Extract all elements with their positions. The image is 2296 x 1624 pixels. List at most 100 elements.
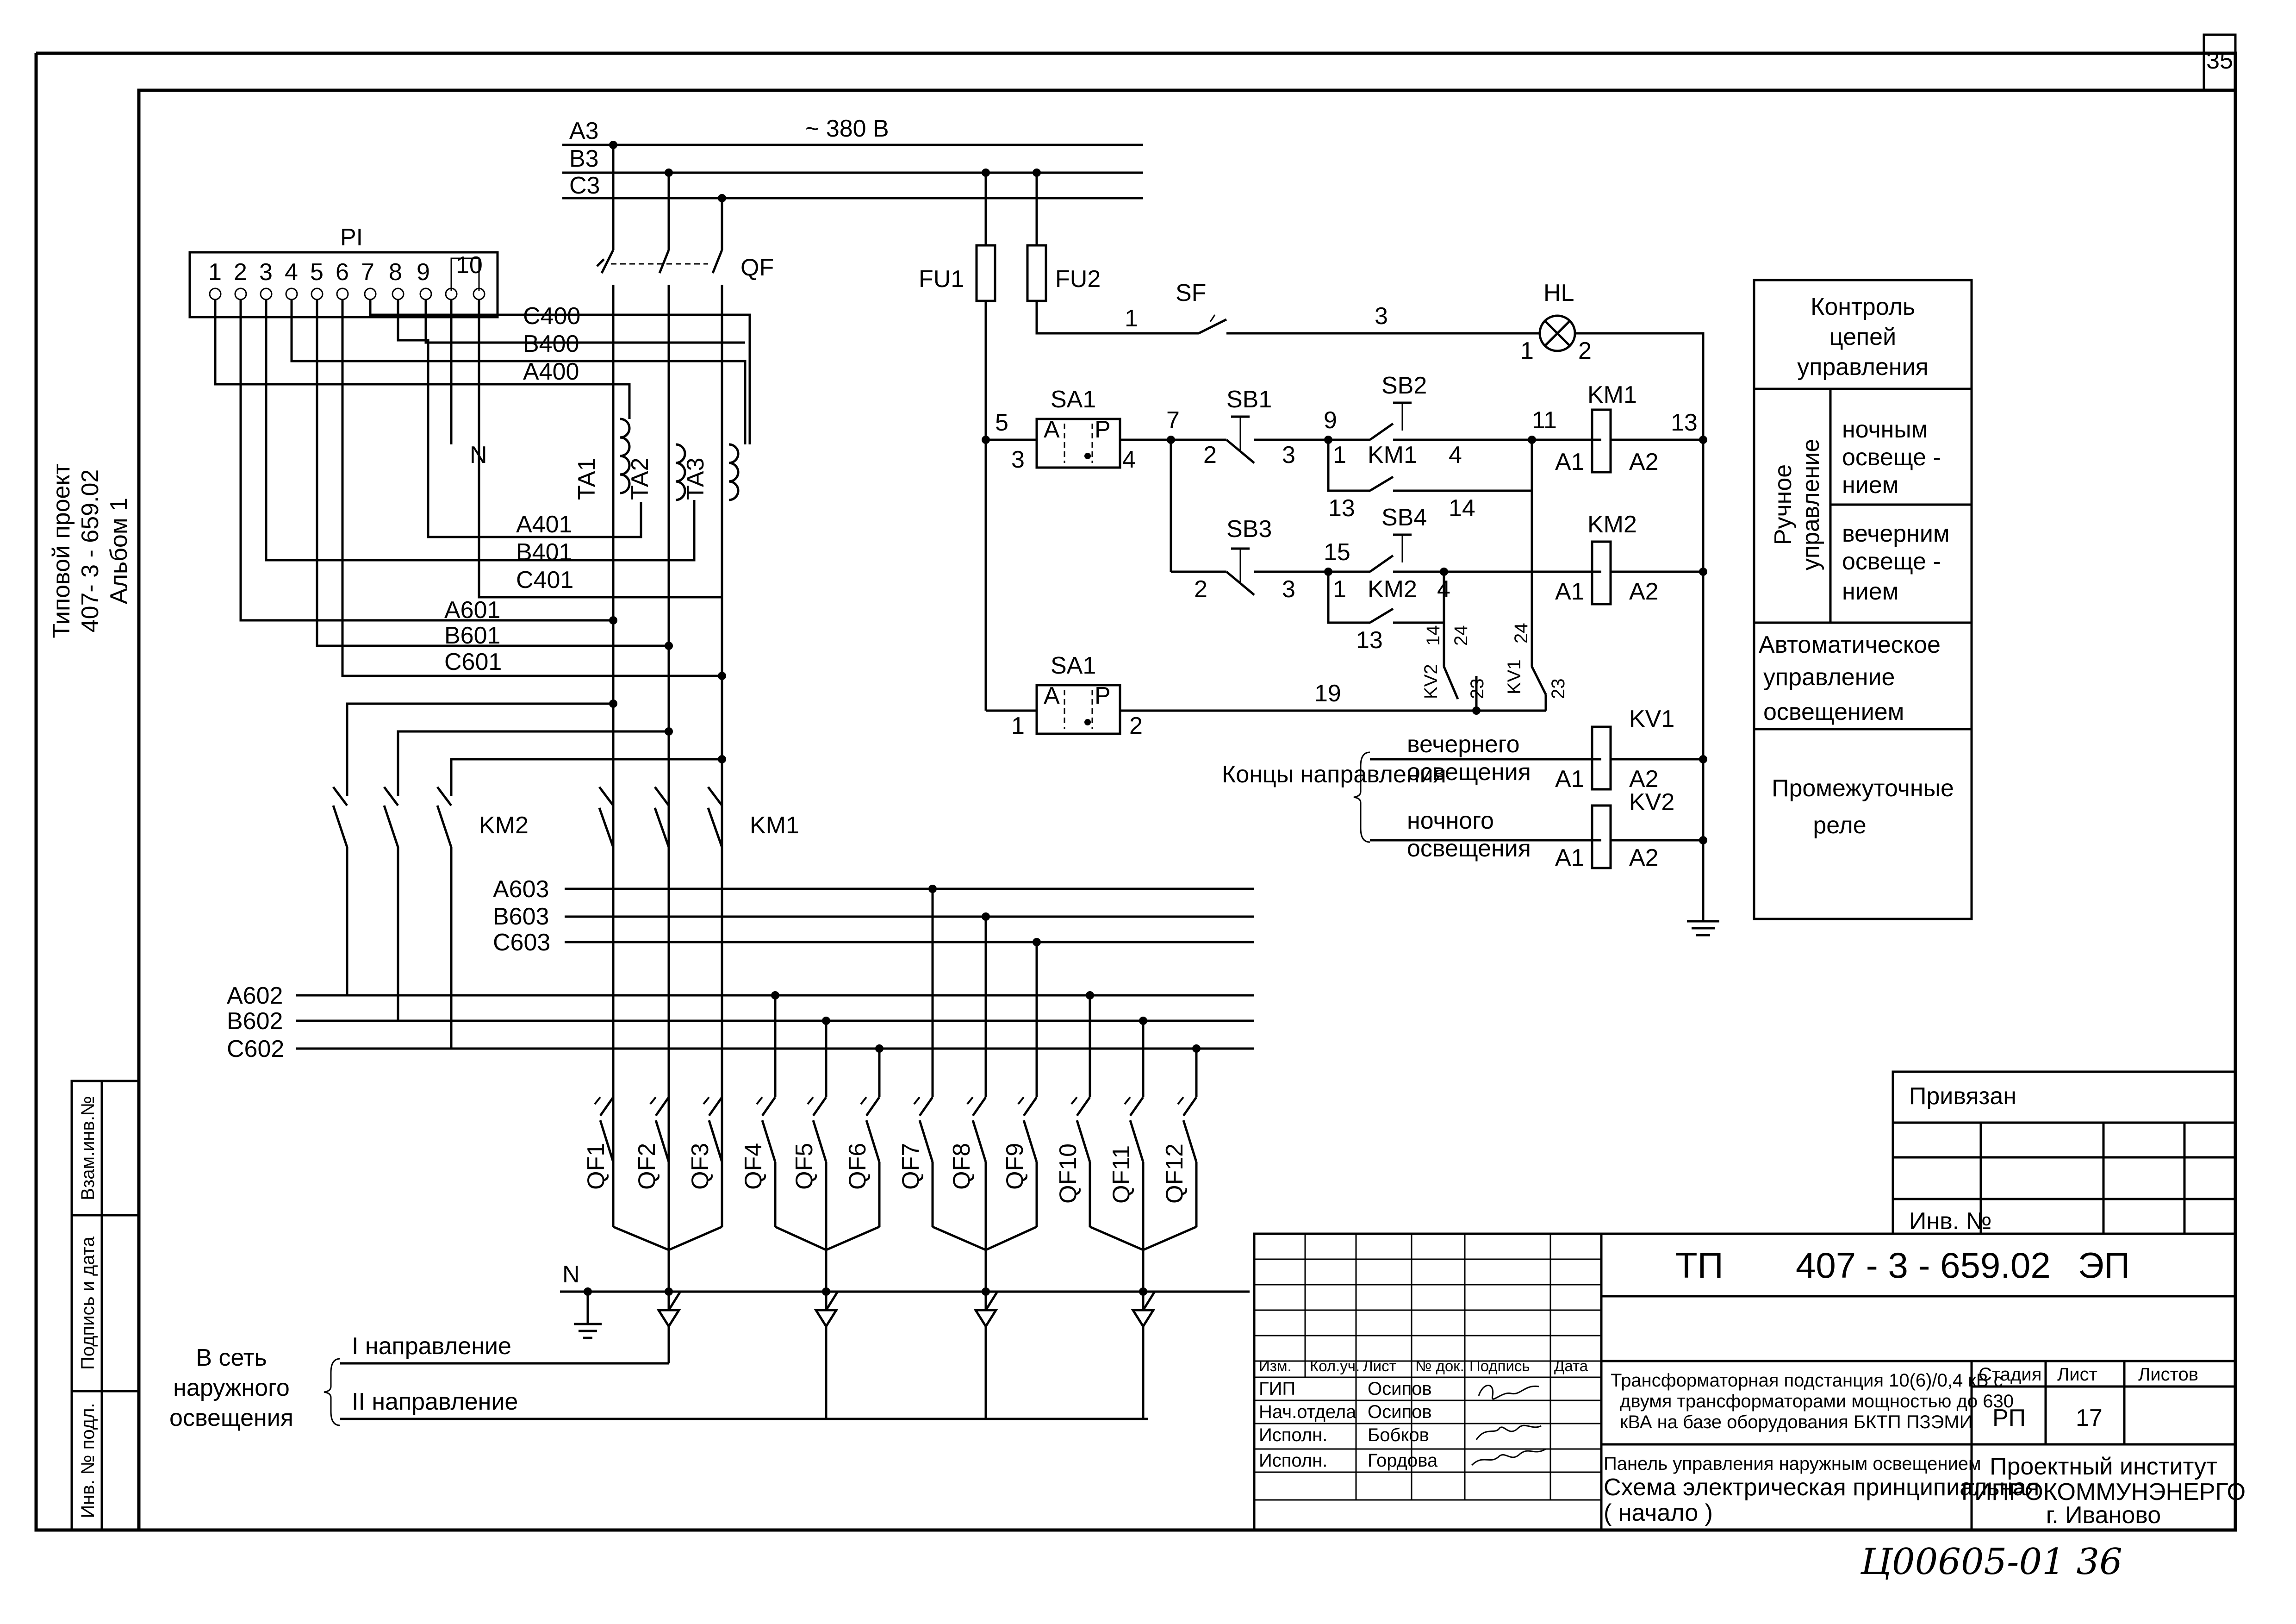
feeder-qf8: QF8 xyxy=(948,1143,975,1190)
km2-coil-a2: A2 xyxy=(1629,578,1659,605)
coil-kv2: KV2 xyxy=(1629,789,1674,816)
signatures xyxy=(1471,1385,1546,1466)
sa1-upper-4: 4 xyxy=(1122,446,1136,473)
meter-term-10: 10 xyxy=(456,252,483,279)
legend-evening-1: вечерним xyxy=(1842,520,1950,547)
feeder-qf2: QF2 xyxy=(634,1143,660,1190)
node-1-top: 1 xyxy=(1125,305,1138,332)
sb3-node-2: 2 xyxy=(1194,576,1207,603)
output-neutral: N xyxy=(562,1261,580,1288)
side-title-line-3: Альбом 1 xyxy=(106,498,132,604)
coil-km2: KM2 xyxy=(1587,511,1637,538)
legend-evening-2: освеще - xyxy=(1842,548,1941,575)
lamp-node-2: 2 xyxy=(1578,337,1592,364)
legend-auto-2: управление xyxy=(1763,664,1895,691)
meter-neutral: N xyxy=(470,442,487,468)
kv2-node-24: 24 xyxy=(1451,625,1471,646)
node-7: 7 xyxy=(1166,407,1180,434)
header-date: Дата xyxy=(1554,1357,1588,1374)
button-sb2: SB2 xyxy=(1381,372,1427,399)
feeder-qf11: QF11 xyxy=(1108,1145,1135,1204)
side-field-replacement: Взам.инв.№ xyxy=(78,1096,98,1200)
node-9: 9 xyxy=(1324,407,1337,434)
button-sb3: SB3 xyxy=(1226,516,1272,543)
org-3: г. Иваново xyxy=(2046,1502,2161,1529)
km1-contact-node-4: 4 xyxy=(1449,442,1462,468)
kv2-coil-a1: A1 xyxy=(1555,844,1585,871)
sa1-upper-3: 3 xyxy=(1011,446,1025,473)
page-number: 35 xyxy=(2206,47,2233,74)
contact-kv2: KV2 xyxy=(1421,664,1441,699)
km1-coil-a2: A2 xyxy=(1629,449,1659,475)
wire-c400: C400 xyxy=(523,303,580,330)
legend-control-2: цепей xyxy=(1829,324,1896,350)
phase-label-c3: C3 xyxy=(569,172,600,199)
wire-c601: C601 xyxy=(444,649,502,675)
header-sheet: Лист xyxy=(1363,1357,1396,1374)
network-label-2: наружного xyxy=(173,1374,290,1401)
header-change: Изм. xyxy=(1259,1357,1292,1374)
kv2-coil-a2: A2 xyxy=(1629,844,1659,871)
night-1: ночного xyxy=(1407,807,1494,834)
lamp-hl: HL xyxy=(1543,280,1574,306)
contact-km1: KM1 xyxy=(1368,442,1417,468)
sa1-lower-p: P xyxy=(1095,682,1111,709)
side-field-inventory: Инв. № подл. xyxy=(78,1403,98,1518)
feeder-qf3: QF3 xyxy=(687,1143,714,1190)
legend-table: Контроль цепей управления Ручное управле… xyxy=(1753,279,1973,920)
phase-label-b3: B3 xyxy=(569,145,599,172)
header-doc: № док. xyxy=(1415,1357,1464,1374)
legend-auto-3: освещением xyxy=(1763,699,1904,725)
role-1: ГИП xyxy=(1259,1379,1295,1399)
org-1: Проектный институт xyxy=(1990,1453,2217,1480)
header-signature: Подпись xyxy=(1469,1357,1530,1374)
stage-label: Стадия xyxy=(1979,1364,2041,1385)
side-title: Типовой проект 407- 3 - 659.02 Альбом 1 xyxy=(48,463,132,638)
evening-2: освещения xyxy=(1407,759,1531,786)
kv1-coil-a2: A2 xyxy=(1629,766,1659,793)
phase-label-a3: A3 xyxy=(569,118,599,144)
button-sb1: SB1 xyxy=(1226,386,1272,413)
name-3: Бобков xyxy=(1368,1425,1429,1445)
sa1-upper-a: A xyxy=(1044,416,1060,443)
name-4: Гордова xyxy=(1368,1450,1438,1471)
supply-busbars: A3 B3 C3 ~ 380 В xyxy=(562,115,1143,245)
feeder-breakers: QF1 QF2 QF3 QF4 QF5 QF6 QF7 QF8 QF9 QF10… xyxy=(583,885,1201,1227)
kv2-node-23: 23 xyxy=(1467,679,1487,700)
legend-night-1: ночным xyxy=(1842,416,1928,443)
sa1-upper-p: P xyxy=(1095,416,1111,443)
contact-km2: KM2 xyxy=(1368,576,1417,603)
legend-night-3: нием xyxy=(1842,472,1898,499)
legend-evening-3: нием xyxy=(1842,578,1898,605)
wire-labels: C400 B400 A400 A401 B401 C401 A601 B601 … xyxy=(444,303,726,680)
legend-night-2: освеще - xyxy=(1842,444,1941,471)
sa1-lower-2: 2 xyxy=(1129,712,1143,739)
meter-term-2: 2 xyxy=(234,259,247,286)
km1-contact-node-14: 14 xyxy=(1449,495,1475,522)
meter-term-1: 1 xyxy=(208,259,222,286)
title-block-main: Изм. Кол.уч. Лист № док. Подпись Дата ГИ… xyxy=(1253,1232,2246,1531)
node-11: 11 xyxy=(1532,407,1557,434)
wire-b400: B400 xyxy=(523,331,579,357)
wire-b601: B601 xyxy=(444,622,500,649)
fuse-fu2: FU2 xyxy=(1055,266,1101,293)
legend-control-1: Контроль xyxy=(1811,294,1915,320)
drawing-title-1: Панель управления наружным освещением xyxy=(1604,1454,1981,1474)
side-field-signature: Подпись и дата xyxy=(78,1236,98,1369)
feeder-qf10: QF10 xyxy=(1055,1143,1082,1204)
evening-1: вечернего xyxy=(1407,731,1520,758)
name-1: Осипов xyxy=(1368,1379,1432,1399)
contactor-km1: KM1 xyxy=(598,786,799,848)
km2-coil-a1: A1 xyxy=(1555,578,1585,605)
node-15: 15 xyxy=(1324,539,1350,566)
sa1-lower-1: 1 xyxy=(1011,712,1025,739)
bus-603: A603 B603 C603 xyxy=(493,876,1254,956)
legend-auto-1: Автоматическое xyxy=(1759,631,1941,658)
meter-term-7: 7 xyxy=(361,259,374,286)
night-2: освещения xyxy=(1407,835,1531,862)
lighting-network: N I направление II направление В сеть на… xyxy=(169,1225,1250,1431)
bus-a602: A602 xyxy=(227,982,283,1009)
org-2: ГИПРОКОММУНЭНЕРГО xyxy=(1961,1479,2246,1505)
legend-relays-1: Промежуточные xyxy=(1772,775,1954,802)
